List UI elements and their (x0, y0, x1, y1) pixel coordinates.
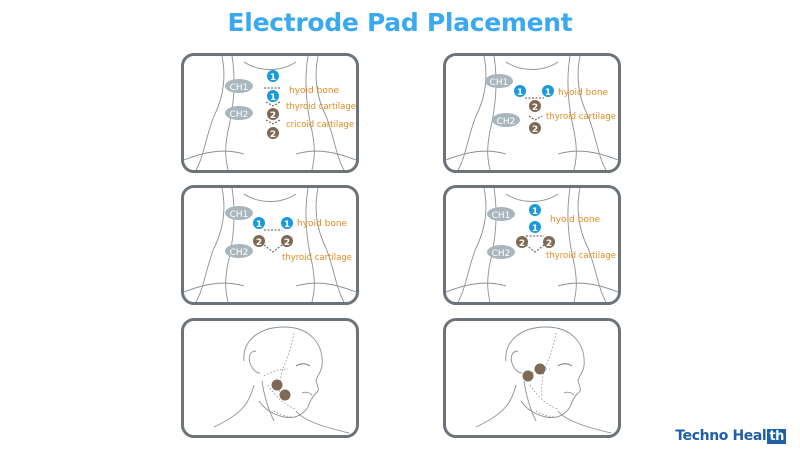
svg-text:CH2: CH2 (497, 117, 516, 127)
page-title: Electrode Pad Placement (227, 8, 573, 37)
svg-text:1: 1 (256, 220, 262, 230)
ch2-pad: 2 (267, 108, 279, 121)
svg-text:1: 1 (545, 88, 551, 98)
ch1-badge: CH1 (487, 207, 515, 221)
svg-text:CH2: CH2 (230, 248, 249, 258)
ch1-badge: CH1 (225, 79, 253, 93)
hyoid-bone-label: hyoid bone (289, 86, 340, 96)
svg-text:2: 2 (284, 238, 290, 248)
thyroid-cartilage-label: thyroid cartilage (546, 251, 616, 261)
ch2-pad: 2 (267, 127, 279, 140)
hyoid-bone-label: hyoid bone (297, 219, 348, 229)
thyroid-cartilage-label: thyroid cartilage (282, 253, 352, 263)
neck-illustration: CH1 CH2 1 1 2 2 hyoid bone thyroid carti… (184, 188, 356, 302)
ch2-badge: CH2 (487, 245, 515, 259)
svg-text:2: 2 (532, 103, 538, 113)
svg-text:1: 1 (270, 73, 276, 83)
svg-text:2: 2 (546, 239, 552, 249)
ch1-badge: CH1 (485, 74, 513, 88)
ch2-pad: 2 (281, 235, 293, 248)
placement-panel-face-upper (443, 318, 621, 438)
svg-text:CH1: CH1 (490, 78, 509, 88)
face-illustration (475, 326, 612, 434)
hyoid-bone-label: hyoid bone (550, 215, 601, 225)
svg-text:2: 2 (256, 238, 262, 248)
ch1-badge: CH1 (225, 206, 253, 220)
neck-illustration: CH1 CH2 1 1 2 2 hyoid bone thyroid carti… (446, 56, 618, 170)
electrode-pad (271, 379, 283, 391)
electrode-pad (279, 389, 291, 401)
placement-panel-neck-vertical: CH1 CH2 1 1 2 2 hyoid bone thyroid carti… (181, 53, 359, 173)
svg-text:1: 1 (532, 224, 538, 234)
placement-panel-neck-ch2-horizontal: CH1 CH2 1 1 2 2 hyoid bone thyroid carti… (443, 185, 621, 305)
placement-panel-neck-both-horizontal: CH1 CH2 1 1 2 2 hyoid bone thyroid carti… (181, 185, 359, 305)
ch1-pad: 1 (514, 85, 526, 98)
cricoid-cartilage-label: cricoid cartilage (286, 120, 354, 130)
ch1-pad: 1 (267, 90, 279, 103)
svg-text:CH1: CH1 (230, 210, 249, 220)
svg-text:2: 2 (519, 239, 525, 249)
ch2-badge: CH2 (225, 244, 253, 258)
ch1-pad: 1 (529, 221, 541, 234)
ch2-pad: 2 (253, 235, 265, 248)
svg-text:CH2: CH2 (492, 249, 511, 259)
placement-panel-face-lower (181, 318, 359, 438)
svg-text:2: 2 (270, 111, 276, 121)
neck-illustration: CH1 CH2 1 1 2 2 hyoid bone thyroid carti… (184, 56, 356, 170)
electrode-pad (522, 370, 534, 382)
ch1-pad: 1 (542, 85, 554, 98)
svg-text:1: 1 (270, 93, 276, 103)
thyroid-cartilage-label: thyroid cartilage (286, 102, 356, 112)
hyoid-bone-label: hyoid bone (558, 88, 609, 98)
ch2-badge: CH2 (492, 113, 520, 127)
neck-illustration: CH1 CH2 1 1 2 2 hyoid bone thyroid carti… (446, 188, 618, 302)
svg-text:CH1: CH1 (230, 83, 249, 93)
svg-text:1: 1 (532, 207, 538, 217)
ch1-pad: 1 (253, 217, 265, 230)
ch2-badge: CH2 (225, 106, 253, 120)
logo-text: Techno Heal (675, 428, 767, 444)
svg-text:CH2: CH2 (230, 110, 249, 120)
svg-text:1: 1 (517, 88, 523, 98)
face-illustration (213, 326, 350, 434)
electrode-pad (534, 363, 546, 375)
thyroid-cartilage-label: thyroid cartilage (546, 112, 616, 122)
svg-text:CH1: CH1 (492, 211, 511, 221)
logo-suffix-badge: th (767, 428, 786, 444)
svg-text:1: 1 (284, 220, 290, 230)
placement-panel-neck-ch1-horizontal: CH1 CH2 1 1 2 2 hyoid bone thyroid carti… (443, 53, 621, 173)
ch2-pad: 2 (529, 122, 541, 135)
ch1-pad: 1 (529, 204, 541, 217)
ch2-pad: 2 (529, 100, 541, 113)
ch2-pad: 2 (543, 236, 555, 249)
ch1-pad: 1 (267, 70, 279, 83)
svg-text:2: 2 (270, 130, 276, 140)
ch1-pad: 1 (281, 217, 293, 230)
ch2-pad: 2 (516, 236, 528, 249)
svg-text:2: 2 (532, 125, 538, 135)
